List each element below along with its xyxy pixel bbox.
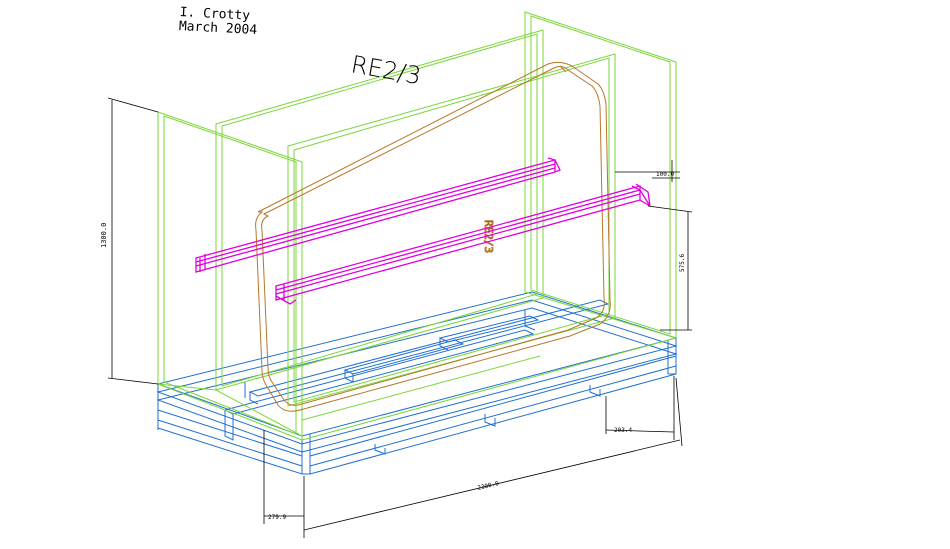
dimension-lines (107, 97, 693, 538)
dim-foot-width-right: 203.4 (614, 427, 632, 434)
housed-unit: RE2/3 (255, 61, 611, 412)
dim-overall-height: 1300.0 (100, 223, 108, 248)
dim-top-offset: 100.0 (656, 171, 674, 178)
dim-overall-length: 2300.0 (477, 480, 500, 492)
rails (195, 157, 651, 305)
crate-frame (157, 11, 677, 441)
pallet (156, 291, 678, 475)
dim-rail-spacing: 575.6 (679, 254, 686, 272)
dim-foot-width-left: 279.9 (268, 514, 286, 521)
drawing-title: RE2/3 (349, 50, 423, 90)
